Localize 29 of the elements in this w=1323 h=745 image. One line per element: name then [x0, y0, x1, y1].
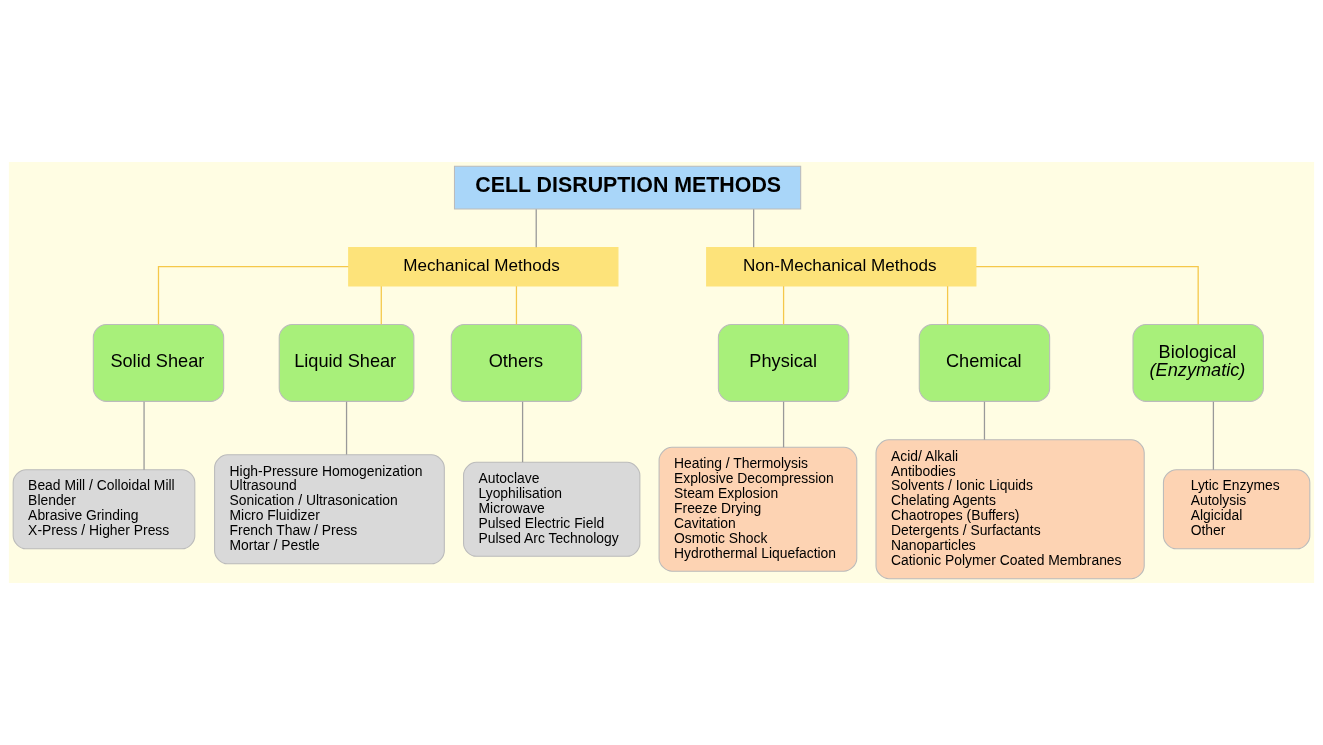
node-box: Physical [717, 323, 850, 402]
node-box: Acid/ Alkali Antibodies Solvents / Ionic Liquids Chelating Agents Chaotropes (Buffers) Detergents / Surfactants Nanoparticles Cationic Polymer Coated Membranes [875, 439, 1145, 580]
node-box: Solid Shear [92, 323, 225, 402]
node-box: Mechanical Methods [348, 246, 619, 287]
node-box: Chemical [918, 323, 1051, 402]
node-box: Heating / Thermolysis Explosive Decompression Steam Explosion Freeze Drying Cavitation Osmotic Shock Hydrothermal Liquefaction [658, 446, 858, 572]
node-box: Liquid Shear [278, 323, 415, 402]
node-box: Biological (Enzymatic) [1132, 323, 1264, 402]
connector [380, 285, 382, 325]
connector [782, 401, 785, 448]
connector [345, 401, 348, 456]
node-box: Bead Mill / Colloidal Mill Blender Abrasive Grinding X-Press / Higher Press [12, 469, 196, 550]
node-box: High-Pressure Homogenization Ultrasound Sonication / Ultrasonication Micro Fluidizer French Thaw / Press Mortar / Pestle [214, 454, 445, 565]
connector [1212, 401, 1215, 471]
node-box: Non-Mechanical Methods [706, 246, 977, 287]
connector [753, 208, 755, 248]
node-box: Lytic Enzymes Autolysis Algicidal Other [1162, 469, 1311, 550]
connector [946, 285, 949, 325]
connector [975, 266, 1199, 325]
connector [535, 208, 537, 248]
connector [157, 266, 350, 325]
connector [521, 401, 524, 463]
node-box: Others [450, 323, 583, 402]
node-box: CELL DISRUPTION METHODS [453, 165, 802, 210]
connector [143, 401, 145, 471]
connector [782, 285, 785, 325]
connector [515, 285, 518, 325]
node-box: Autoclave Lyophilisation Microwave Pulsed Electric Field Pulsed Arc Technology [463, 461, 641, 557]
connector [983, 401, 986, 441]
